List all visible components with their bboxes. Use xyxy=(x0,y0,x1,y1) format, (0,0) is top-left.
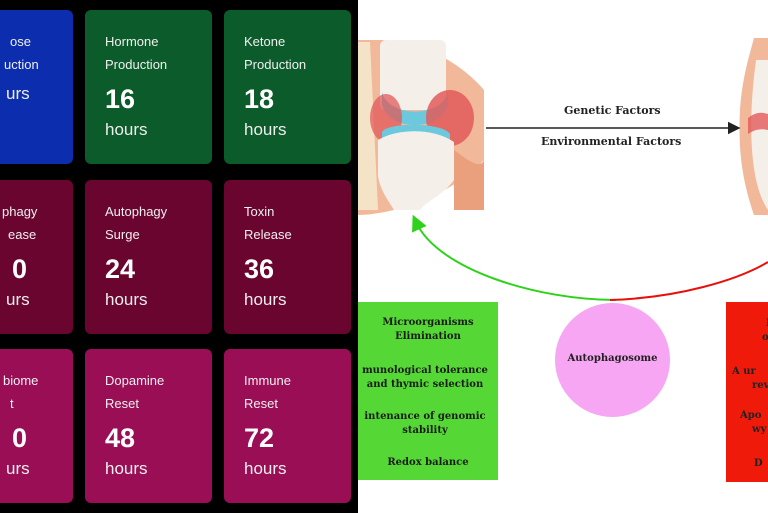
tile-unit: hours xyxy=(105,459,148,478)
tile-unit: hours xyxy=(244,459,287,478)
tile-unit: hours xyxy=(244,120,287,139)
tile-immune-reset: Immune Reset 72 hours xyxy=(224,349,351,503)
genetic-factors-label: Genetic Factors xyxy=(564,104,661,117)
tile-title-line2: ease xyxy=(8,227,37,242)
tile-unit: urs xyxy=(6,290,30,309)
dysfunction-item: rev xyxy=(752,380,768,391)
tile-microbiome-reset: biome t 0 urs xyxy=(0,349,73,503)
tile-glucose-production: ose uction urs xyxy=(0,10,73,164)
diagram-graphics xyxy=(358,38,768,301)
tile-title-line2: Production xyxy=(105,57,168,72)
tile-value: 18 xyxy=(244,84,275,114)
tile-unit: urs xyxy=(6,84,30,103)
tile-title-line2: Surge xyxy=(105,227,140,242)
tile-title-line1: biome xyxy=(3,373,39,388)
joint-illustration-left xyxy=(358,40,484,215)
tile-ketone-production: Ketone Production 18 hours xyxy=(224,10,351,164)
tile-title-line1: Autophagy xyxy=(105,204,168,219)
tile-hormone-production: Hormone Production 16 hours xyxy=(85,10,212,164)
benefit-item: munological tolerance xyxy=(362,365,488,376)
tile-autophagy-release: phagy ease 0 urs xyxy=(0,180,73,334)
dysfunction-item: I xyxy=(766,318,768,329)
dysfunction-item: D xyxy=(754,458,763,469)
tile-value: 48 xyxy=(105,423,136,453)
tile-value: 72 xyxy=(244,423,275,453)
tile-value: 0 xyxy=(12,254,28,284)
benefit-item: intenance of genomic xyxy=(364,411,486,422)
tile-unit: urs xyxy=(6,459,30,478)
dysfunction-item: wy xyxy=(752,424,767,435)
fasting-timeline-panel: ose uction urs Hormone Production 16 hou… xyxy=(0,0,358,513)
tile-title-line1: Immune xyxy=(244,373,291,388)
benefit-item: Elimination xyxy=(395,331,461,342)
dysfunction-item: on xyxy=(762,332,768,343)
tile-title-line2: Production xyxy=(244,57,307,72)
tile-title-line1: Hormone xyxy=(105,34,159,49)
tile-unit: hours xyxy=(105,120,148,139)
tile-title-line1: phagy xyxy=(2,204,38,219)
tile-value: 24 xyxy=(105,254,136,284)
tile-title-line2: Release xyxy=(244,227,292,242)
autophagy-dysfunction-box: I on A ur rev Apo wy D xyxy=(726,302,768,482)
tile-title-line2: Reset xyxy=(105,396,139,411)
tile-value: 0 xyxy=(12,423,28,453)
benefit-item: Redox balance xyxy=(387,457,469,468)
benefit-item: Microorganisms xyxy=(382,317,474,328)
tile-title-line2: t xyxy=(10,396,14,411)
tile-unit: hours xyxy=(105,290,148,309)
dysfunction-item: Apo xyxy=(740,410,762,421)
autophagy-benefits-box: Microorganisms Elimination munological t… xyxy=(358,302,498,480)
autophagosome-node: Autophagosome xyxy=(555,303,670,417)
tile-title-line1: Toxin xyxy=(244,204,275,219)
autophagosome-label: Autophagosome xyxy=(567,353,658,364)
autophagy-diagram-panel: Genetic Factors Environmental Factors Mi… xyxy=(358,0,768,513)
benefit-item: stability xyxy=(402,425,448,436)
green-feedback-arc xyxy=(412,214,617,301)
tile-toxin-release: Toxin Release 36 hours xyxy=(224,180,351,334)
tile-value: 36 xyxy=(244,254,275,284)
tile-title-line1: ose xyxy=(10,34,31,49)
tile-title-line2: uction xyxy=(4,57,39,72)
tile-value: 16 xyxy=(105,84,136,114)
tile-unit: hours xyxy=(244,290,287,309)
tile-title-line2: Reset xyxy=(244,396,278,411)
tile-dopamine-reset: Dopamine Reset 48 hours xyxy=(85,349,212,503)
tile-title-line1: Ketone xyxy=(244,34,286,49)
joint-illustration-right xyxy=(739,38,768,215)
environmental-factors-label: Environmental Factors xyxy=(541,135,682,148)
tile-autophagy-surge: Autophagy Surge 24 hours xyxy=(85,180,212,334)
red-feedback-arc xyxy=(609,261,768,301)
benefit-item: and thymic selection xyxy=(366,379,484,390)
dysfunction-item: A ur xyxy=(732,366,756,377)
tile-title-line1: Dopamine xyxy=(105,373,165,388)
